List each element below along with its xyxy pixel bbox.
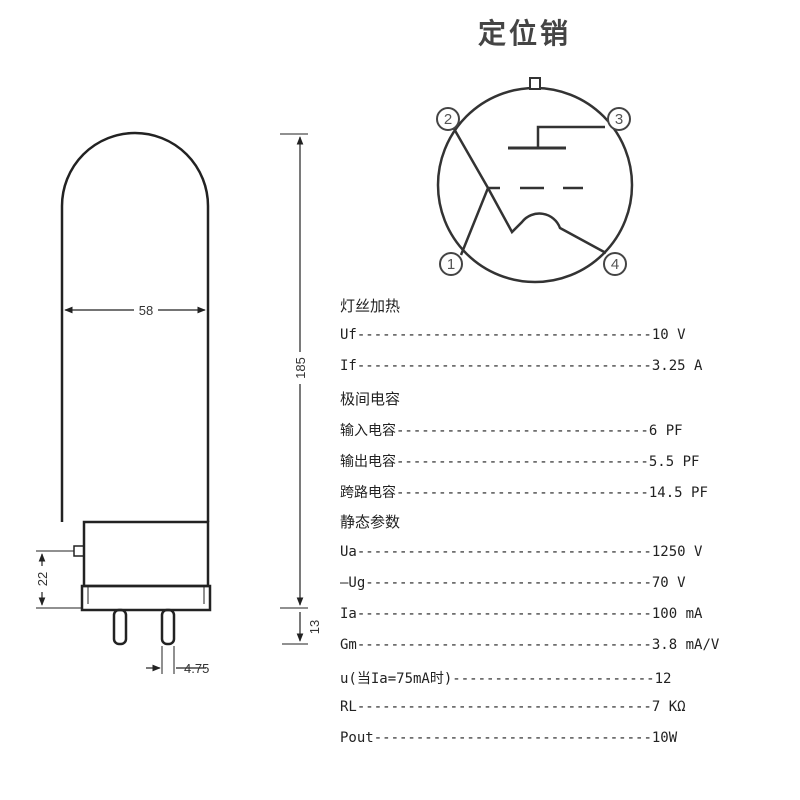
spec-leader: ----------------------------------- xyxy=(356,606,652,622)
static-heading: 静态参数 xyxy=(340,513,401,531)
locating-pin-key xyxy=(529,77,541,90)
spec-row-ia: Ia-----------------------------------100… xyxy=(340,606,702,622)
pin-2-number: 2 xyxy=(444,111,452,128)
spec-row-ug: —Ug----------------------------------70 … xyxy=(340,575,686,591)
schematic-circle xyxy=(436,86,634,284)
pin-2-circle xyxy=(436,107,460,131)
locator-title: 定位销 xyxy=(478,17,572,50)
spec-leader: ------------------------ xyxy=(452,671,655,687)
spec-leader: ----------------------------------- xyxy=(356,637,652,653)
spec-row-transfer-capacitance: 跨路电容------------------------------14.5 P… xyxy=(340,482,708,502)
spec-row-uf: Uf-----------------------------------10 … xyxy=(340,327,686,343)
base-height-label: 22 xyxy=(35,572,50,586)
spec-row-input-capacitance: 输入电容------------------------------6 PF xyxy=(340,420,683,440)
pin-4-circle xyxy=(603,252,627,276)
spec-value: 3.25 A xyxy=(651,358,703,374)
spec-label: RL xyxy=(340,699,357,715)
spec-leader: ---------------------------------- xyxy=(365,575,652,591)
spec-leader: ----------------------------------- xyxy=(356,358,652,374)
spec-row-if: If-----------------------------------3.2… xyxy=(340,358,702,374)
pin-length-label: 13 xyxy=(307,620,322,634)
spec-label: Ua xyxy=(340,544,357,560)
spec-label: Uf xyxy=(340,327,357,343)
tube-envelope xyxy=(60,131,210,522)
capacitance-heading: 极间电容 xyxy=(340,390,401,408)
pin-right xyxy=(160,608,176,646)
spec-value: 3.8 mA/V xyxy=(651,637,720,653)
spec-row-ua: Ua-----------------------------------125… xyxy=(340,544,702,560)
filament xyxy=(486,187,607,255)
pin-3-circle xyxy=(607,107,631,131)
spec-row-gm: Gm-----------------------------------3.8… xyxy=(340,637,719,653)
spec-value: 10W xyxy=(651,730,678,746)
spec-row-output-capacitance: 输出电容------------------------------5.5 PF xyxy=(340,451,699,471)
spec-row-pout: Pout---------------------------------10W xyxy=(340,730,677,746)
spec-label: 跨路电容 xyxy=(340,485,396,501)
spec-value: 5.5 PF xyxy=(648,454,700,470)
spec-value: 12 xyxy=(654,671,672,687)
pin-4-number: 4 xyxy=(611,256,619,273)
spec-label: —Ug xyxy=(340,575,366,591)
spec-leader: ------------------------------ xyxy=(396,423,649,439)
diameter-label: 58 xyxy=(139,303,153,318)
pin-3-number: 3 xyxy=(615,111,623,128)
spec-value: 14.5 PF xyxy=(648,485,708,501)
spec-value: 100 mA xyxy=(651,606,703,622)
spec-value: 6 PF xyxy=(648,423,683,439)
spec-label: u(当Ia=75mA时) xyxy=(340,671,453,687)
pin-left xyxy=(112,608,128,646)
spec-leader: --------------------------------- xyxy=(373,730,652,746)
spec-label: If xyxy=(340,358,357,374)
spec-row-rl: RL-----------------------------------7 K… xyxy=(340,699,686,715)
heater-heading: 灯丝加热 xyxy=(340,297,401,315)
spec-label: Ia xyxy=(340,606,357,622)
pin-diameter-label: 4.75 xyxy=(184,661,209,676)
spec-leader: ----------------------------------- xyxy=(356,327,652,343)
spec-value: 1250 V xyxy=(651,544,703,560)
spec-value: 10 V xyxy=(651,327,686,343)
pin-1-circle xyxy=(439,252,463,276)
spec-label: Gm xyxy=(340,637,357,653)
spec-leader: ----------------------------------- xyxy=(356,699,652,715)
spec-leader: ----------------------------------- xyxy=(356,544,652,560)
spec-value: 70 V xyxy=(651,575,686,591)
spec-leader: ------------------------------ xyxy=(396,454,649,470)
height-label: 185 xyxy=(293,357,308,379)
pin-1-number: 1 xyxy=(447,256,455,273)
spec-leader: ------------------------------ xyxy=(396,485,649,501)
spec-label: 输入电容 xyxy=(340,423,396,439)
spec-label: Pout xyxy=(340,730,374,746)
spec-value: 7 KΩ xyxy=(651,699,686,715)
base-flange xyxy=(80,584,212,612)
spec-label: 输出电容 xyxy=(340,454,396,470)
spec-row-mu: u(当Ia=75mA时)------------------------12 xyxy=(340,668,671,688)
